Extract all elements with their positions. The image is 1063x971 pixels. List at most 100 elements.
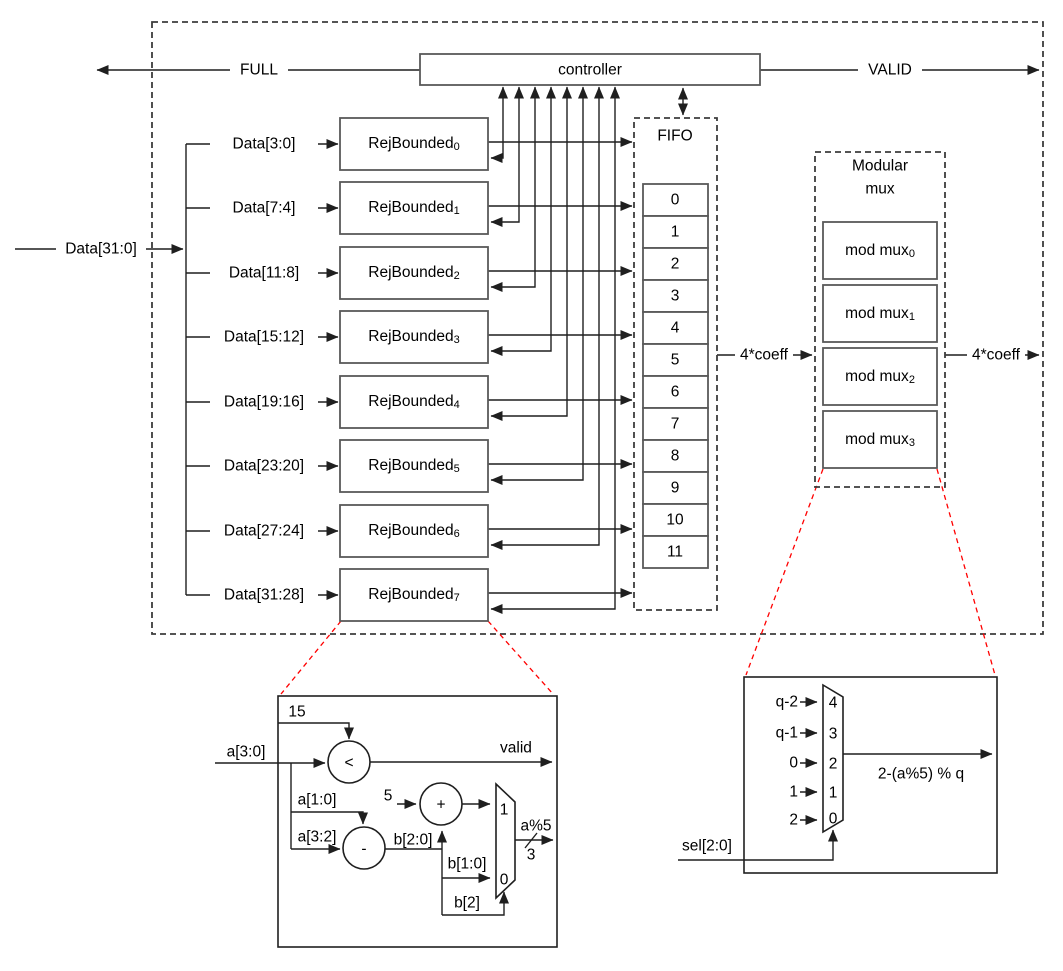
controller-block: controller [419, 53, 761, 86]
fifo-slot-0: 0 [671, 192, 680, 209]
data-slice-label-7: Data[31:28] [224, 587, 304, 604]
rejbounded-label-7: RejBounded7 [368, 586, 459, 605]
mod-mux-box-2 [822, 347, 938, 406]
fifo-block: FIFO 0 1 2 3 4 5 6 7 8 9 10 11 [633, 117, 718, 611]
rejbounded-detail-inset: 15 a[3:0] < valid a[1:0] a[3:2] - b[2:0]… [215, 695, 558, 948]
data-slice-bg-7 [210, 586, 318, 604]
fifo-slot-2: 2 [671, 256, 680, 273]
fifo-slot-box-11 [642, 535, 709, 569]
rejbounded-box-3 [339, 310, 489, 364]
valid-label-bg [858, 61, 922, 79]
amod5-label: a%5 [520, 818, 551, 835]
data-slice-label-6: Data[27:24] [224, 523, 304, 540]
data-slice-bg-6 [210, 522, 318, 540]
detail-mux-shape [495, 782, 516, 900]
ctrl-handshake-wire-7 [490, 86, 620, 614]
rejbounded-box-7 [339, 568, 489, 622]
comparator-symbol: < [344, 755, 353, 772]
fifo-slot-1: 1 [671, 224, 680, 241]
modmux-sel-wire [678, 829, 838, 861]
modular-mux-title-line2: mux [865, 181, 895, 198]
zoom-indicator-lines [280, 468, 996, 695]
data-slice-label-5: Data[23:20] [224, 458, 304, 475]
fifo-slot-box-0 [642, 183, 709, 217]
modmux-detail-inset: q-2 q-1 0 1 2 4 3 2 1 0 2-(a%5) % q sel[… [678, 676, 998, 874]
rejbounded-box-5 [339, 439, 489, 493]
fifo-slot-11: 11 [667, 544, 683, 561]
mod-mux-label-2: mod mux2 [845, 368, 915, 387]
mod-mux-box-3 [822, 410, 938, 469]
fifo-slot-box-4 [642, 311, 709, 345]
ctrl-handshake-wire-2 [490, 86, 540, 292]
rejbounded-box-2 [339, 246, 489, 300]
detail-mux-in0: 0 [500, 872, 509, 889]
fifo-slot-box-3 [642, 279, 709, 313]
const5-label: 5 [384, 788, 393, 805]
fifo-slot-box-10 [642, 503, 709, 537]
a-low-wire [291, 811, 368, 825]
modmux-port-2: 2 [829, 756, 838, 773]
modmux-in-label-1: q-1 [776, 725, 798, 742]
data-slice-bg-4 [210, 393, 318, 411]
ctrl-handshake-wire-1 [490, 86, 524, 227]
fifo-slot-7: 7 [671, 416, 680, 433]
rejbounded-box-1 [339, 181, 489, 235]
fifo-slot-9: 9 [671, 480, 680, 497]
modular-mux-dashed-box [814, 151, 946, 488]
rejbounded-box-0 [339, 117, 489, 171]
fifo-slot-box-6 [642, 375, 709, 409]
fifo-slot-8: 8 [671, 448, 680, 465]
detail-mux-in1: 1 [500, 802, 509, 819]
rejbounded-blocks: Data[3:0] RejBounded0 Data[7:4] RejBound… [210, 117, 489, 622]
adder-symbol: + [436, 797, 445, 814]
b-msb-select-wire [442, 891, 509, 916]
modmux-zoom-line-left [745, 468, 824, 676]
modmux-port-3: 1 [829, 785, 838, 802]
rejbounded-zoom-line-right [487, 620, 554, 695]
rejbounded-label-1: RejBounded1 [368, 199, 459, 218]
modmux-in-label-3: 1 [789, 784, 798, 801]
mod-mux-box-0 [822, 221, 938, 280]
modmux-zoom-line-right [936, 468, 996, 676]
fifo-slot-box-9 [642, 471, 709, 505]
full-label: FULL [240, 62, 278, 79]
rejbounded-label-4: RejBounded4 [368, 393, 459, 412]
subtractor-circle [342, 826, 386, 870]
modmux-port-0: 4 [829, 695, 838, 712]
modular-mux-title-line1: Modular [852, 158, 908, 175]
data-slice-bg-5 [210, 457, 318, 475]
mod-mux-label-0: mod mux0 [845, 242, 915, 261]
data-in-label-bg [56, 240, 146, 258]
modmux-port-4: 0 [829, 811, 838, 828]
bus-width-slash [524, 832, 538, 849]
fifo-dashed-box [633, 117, 718, 611]
controller-label: controller [558, 62, 622, 79]
rejbounded-label-2: RejBounded2 [368, 264, 459, 283]
modmux-in-label-0: q-2 [776, 694, 798, 711]
modmux-in-label-4: 2 [789, 812, 798, 829]
system-boundary-dashed-box [151, 21, 1044, 635]
mod-mux-label-1: mod mux1 [845, 305, 915, 324]
fifo-slot-4: 4 [671, 320, 680, 337]
rejbounded-box-6 [339, 504, 489, 558]
modmux-in-label-2: 0 [789, 755, 798, 772]
data-slice-label-1: Data[7:4] [233, 200, 296, 217]
rejbounded-label-3: RejBounded3 [368, 328, 459, 347]
data-slice-bg-3 [210, 328, 318, 346]
data-slice-bg-2 [210, 264, 318, 282]
data-slice-label-3: Data[15:12] [224, 329, 304, 346]
rejbounded-box-4 [339, 375, 489, 429]
fifo-slot-3: 3 [671, 288, 680, 305]
full-label-bg [230, 61, 288, 79]
b-msb-label: b[2] [454, 895, 480, 912]
data-slice-label-0: Data[3:0] [233, 136, 296, 153]
ctrl-handshake-wire-0 [490, 86, 508, 163]
controller-box [419, 53, 761, 86]
modular-mux-block: Modular mux mod mux0 mod mux1 mod mux2 m… [814, 151, 946, 488]
ctrl-handshake-wire-5 [490, 86, 588, 485]
mod-mux-box-1 [822, 284, 938, 343]
data-slice-bg-0 [210, 135, 318, 153]
fifo-slot-6: 6 [671, 384, 680, 401]
a-low-label: a[1:0] [298, 792, 337, 809]
